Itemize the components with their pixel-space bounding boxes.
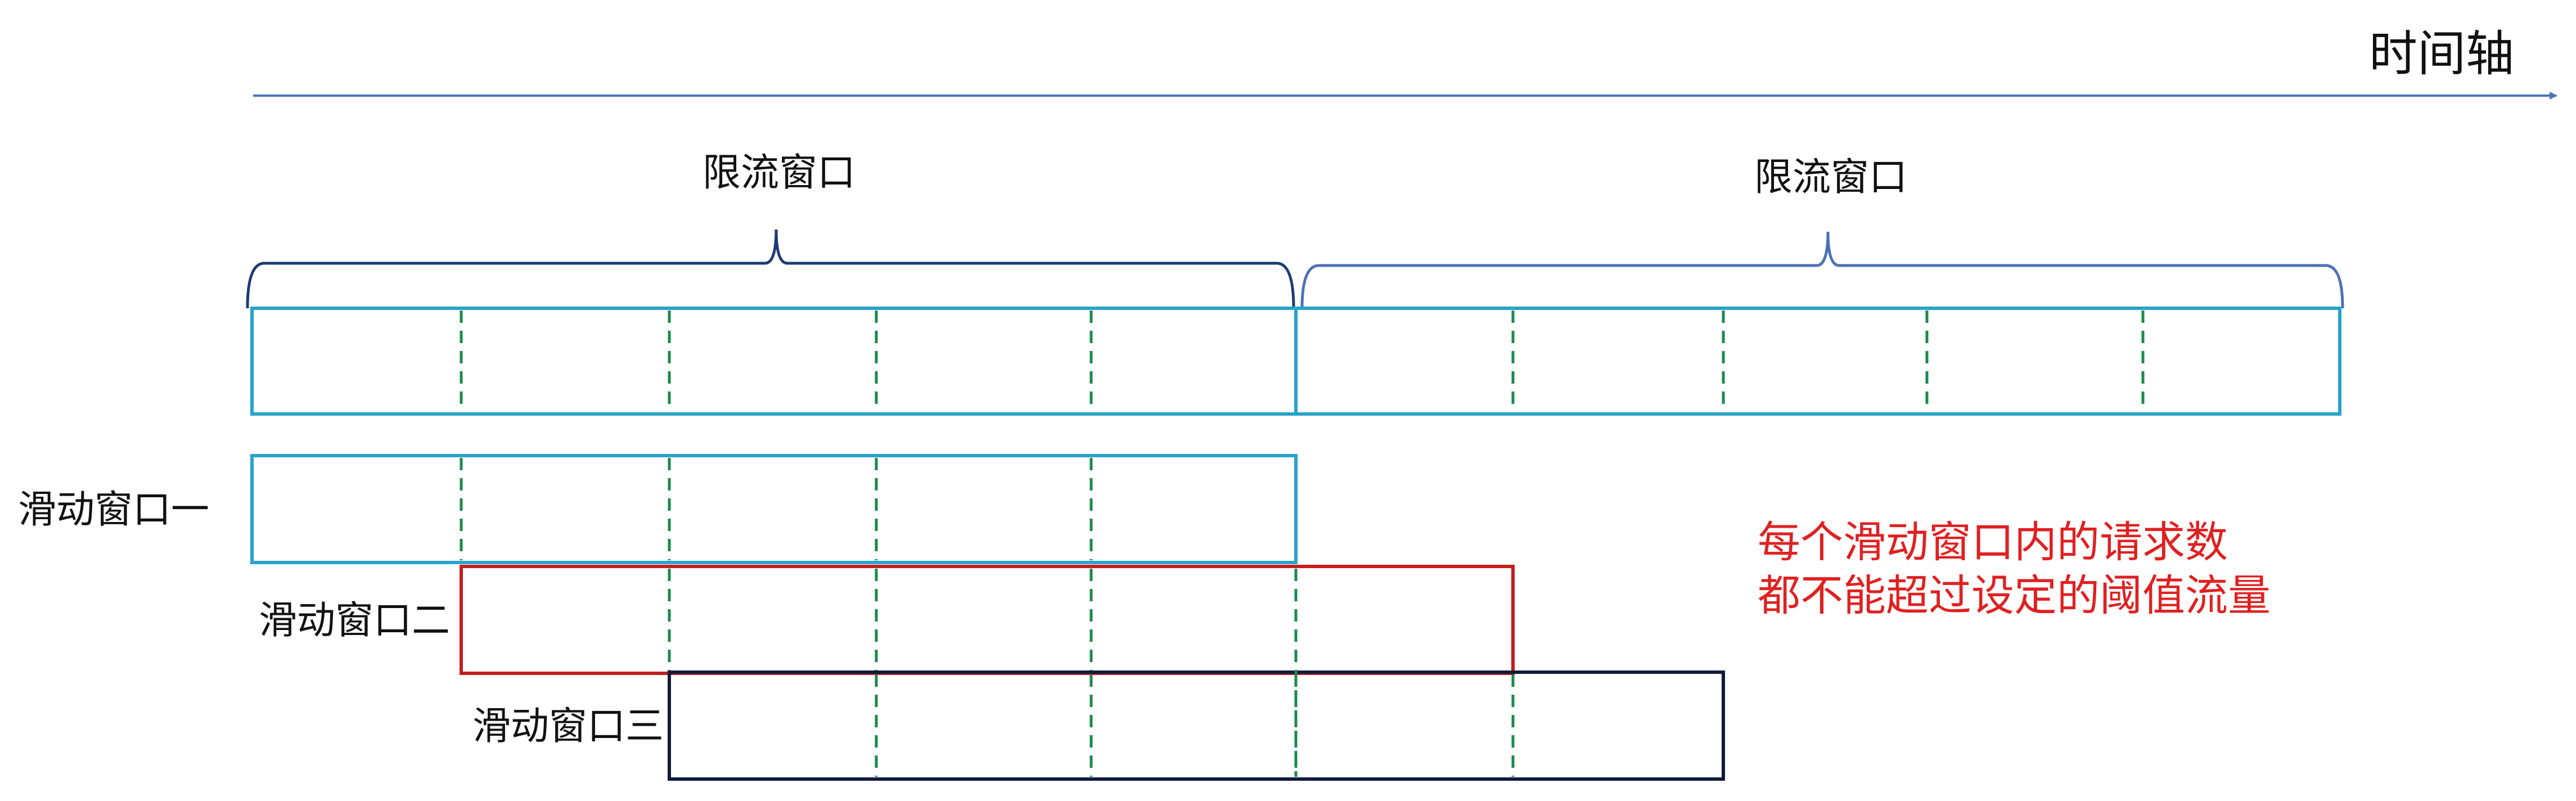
sliding-window-frame	[460, 565, 1515, 675]
note: 每个滑动窗口内的请求数 都不能超过设定的阈值流量	[1758, 517, 2271, 620]
sliding-window-3: 滑动窗口三	[472, 670, 1725, 781]
note-line-2: 都不能超过设定的阈值流量	[1758, 570, 2271, 620]
limit-window-label-1: 限流窗口	[702, 151, 855, 195]
limit-window-bracket-1	[246, 229, 1295, 309]
sliding-window-1: 滑动窗口一	[18, 454, 1298, 564]
sliding-window-label: 滑动窗口三	[472, 704, 664, 749]
sliding-window-frame	[668, 670, 1725, 781]
timeline-row	[250, 307, 2341, 416]
sliding-window-label: 滑动窗口一	[18, 488, 209, 532]
limit-window-label-2: 限流窗口	[1754, 155, 1907, 200]
sliding-window-2: 滑动窗口二	[259, 565, 1515, 675]
sliding-window-label: 滑动窗口二	[259, 598, 450, 643]
time-axis-label: 时间轴	[2369, 26, 2514, 82]
note-line-1: 每个滑动窗口内的请求数	[1758, 517, 2228, 567]
limit-window-bracket-2	[1300, 231, 2344, 309]
sliding-window-frame	[250, 454, 1298, 564]
